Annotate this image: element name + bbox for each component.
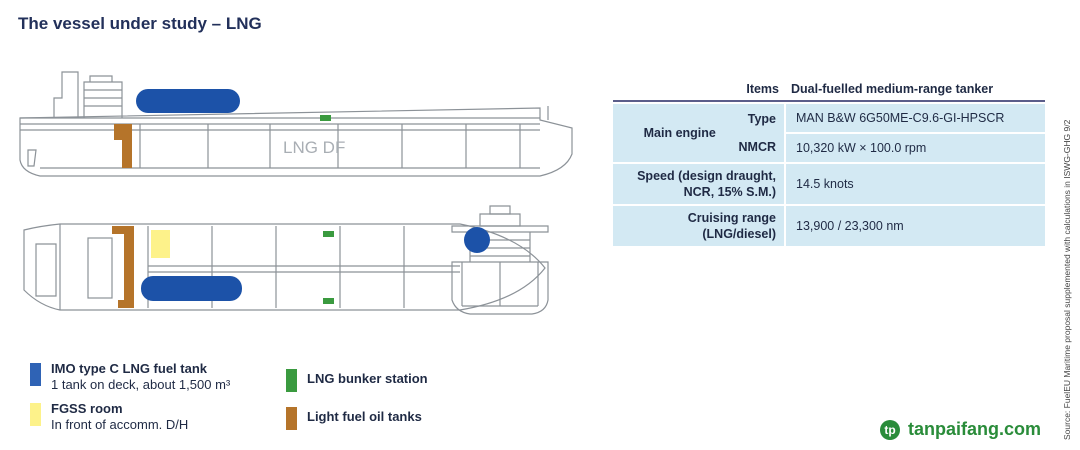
fuel-oil-tank-plan <box>112 226 134 308</box>
bunker-station-side <box>320 115 331 121</box>
legend-lng-tank-title: IMO type C LNG fuel tank <box>51 361 208 376</box>
fgss-room-plan <box>151 230 170 258</box>
side-profile-view <box>19 71 573 177</box>
lng-tank-side <box>136 89 240 113</box>
speed-value: 14.5 knots <box>785 163 1045 206</box>
legend-fgss: FGSS room In front of accomm. D/H <box>30 401 188 433</box>
bunker-station-plan-bottom <box>323 298 334 304</box>
plan-view <box>23 223 546 311</box>
main-engine-cell: Main engine Type NMCR <box>613 103 786 164</box>
hull-label: LNG DF <box>283 138 345 157</box>
speed-label-line1: Speed (design draught, <box>637 169 776 183</box>
legend-fuel-oil: Light fuel oil tanks <box>286 405 422 430</box>
nmcr-value: 10,320 kW × 100.0 rpm <box>785 133 1045 164</box>
vessel-drawings: LNG DF <box>19 71 573 315</box>
range-label-line1: Cruising range <box>687 211 776 225</box>
legend-bunker: LNG bunker station <box>286 367 428 392</box>
fgss-swatch <box>30 403 41 426</box>
legend-bunker-title: LNG bunker station <box>307 371 428 386</box>
legend-fgss-desc: In front of accomm. D/H <box>51 417 189 432</box>
nmcr-label: NMCR <box>738 140 777 154</box>
main-engine-label: Main engine <box>643 126 716 140</box>
items-header: Items <box>746 82 779 96</box>
page-title: The vessel under study – LNG <box>18 14 262 33</box>
type-value: MAN B&W 6G50ME-C9.6-GI-HPSCR <box>785 103 1045 134</box>
legend-lng-tank: IMO type C LNG fuel tank 1 tank on deck,… <box>30 361 230 393</box>
spec-table: Items Dual-fuelled medium-range tanker M… <box>613 78 1045 248</box>
source-note: Source: FuelEU Maritime proposal supplem… <box>1062 119 1072 440</box>
table-row: Cruising range (LNG/diesel) 13,900 / 23,… <box>613 205 1045 248</box>
table-row: Speed (design draught, NCR, 15% S.M.) 14… <box>613 163 1045 206</box>
vessel-header: Dual-fuelled medium-range tanker <box>791 82 994 96</box>
bunker-swatch <box>286 369 297 392</box>
legend-fuel-oil-title: Light fuel oil tanks <box>307 409 422 424</box>
cross-section-view <box>451 205 549 315</box>
speed-label-cell: Speed (design draught, NCR, 15% S.M.) <box>613 163 786 206</box>
table-row: Main engine Type NMCR MAN B&W 6G50ME-C9.… <box>613 103 1045 164</box>
watermark-text: tanpaifang.com <box>908 419 1042 439</box>
watermark-logo-icon: tp <box>880 419 900 440</box>
lng-tank-section <box>464 227 490 253</box>
lng-tank-swatch <box>30 363 41 386</box>
range-value: 13,900 / 23,300 nm <box>785 205 1045 248</box>
fuel-oil-tank-side <box>114 124 132 168</box>
fuel-oil-swatch <box>286 407 297 430</box>
table-row: 10,320 kW × 100.0 rpm <box>613 133 1045 164</box>
type-label: Type <box>747 112 776 126</box>
range-label-cell: Cruising range (LNG/diesel) <box>613 205 786 248</box>
watermark: tp tanpaifang.com <box>880 419 1041 440</box>
range-label-line2: (LNG/diesel) <box>702 227 776 241</box>
bunker-station-plan-top <box>323 231 334 237</box>
speed-label-line2: NCR, 15% S.M.) <box>683 185 776 199</box>
legend-fgss-title: FGSS room <box>51 401 123 416</box>
legend-lng-tank-desc: 1 tank on deck, about 1,500 m³ <box>51 377 231 392</box>
lng-tank-plan <box>141 276 242 301</box>
